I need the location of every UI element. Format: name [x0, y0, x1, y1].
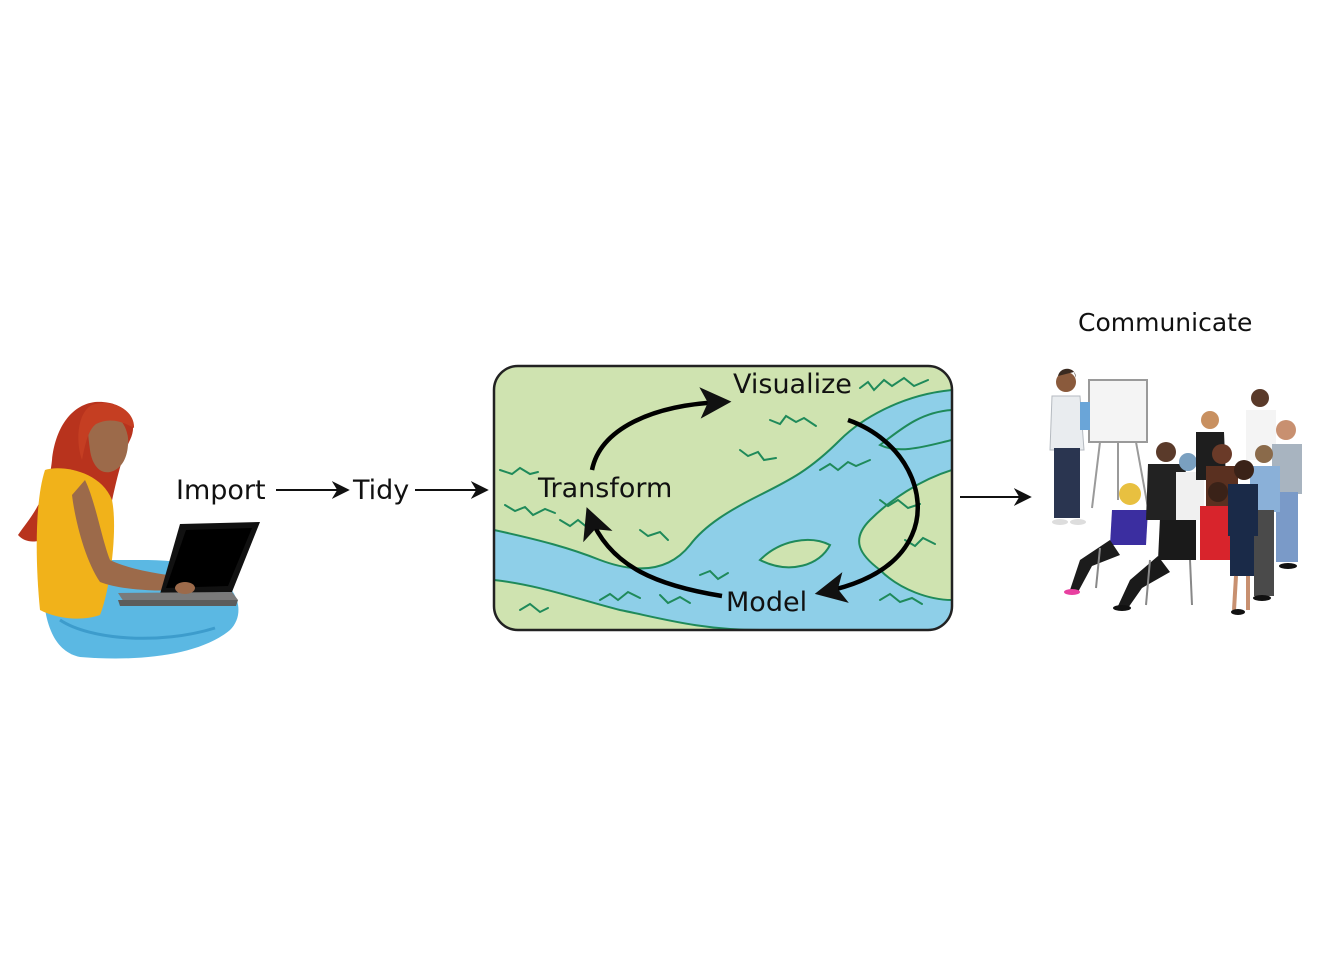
communicate-label: Communicate — [1078, 308, 1252, 337]
coastline-map-icon — [494, 366, 952, 630]
visualize-label: Visualize — [733, 369, 852, 400]
person-with-laptop-icon — [18, 401, 260, 659]
tidy-label: Tidy — [352, 475, 409, 506]
transform-to-visualize-arrow — [589, 387, 732, 471]
presentation-audience-icon — [1049, 368, 1302, 615]
visualize-to-model-arrow — [814, 417, 920, 603]
transform-label: Transform — [537, 473, 672, 504]
explore-box — [492, 364, 954, 632]
import-label: Import — [176, 475, 266, 506]
model-label: Model — [726, 587, 807, 618]
model-to-transform-arrow — [583, 507, 723, 599]
